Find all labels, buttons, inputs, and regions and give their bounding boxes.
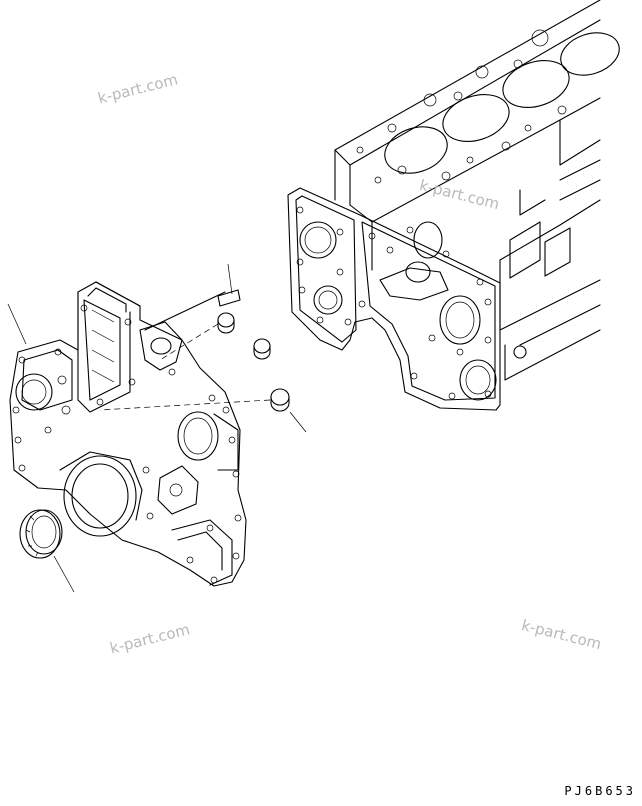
oil-seal-icon [19,509,63,559]
leader-lines [7,263,307,593]
front-cover-icon [9,281,247,587]
plug-icon [99,312,290,412]
drawing-code: PJ6B653 [564,784,636,798]
cylinder-block-icon [287,0,620,411]
